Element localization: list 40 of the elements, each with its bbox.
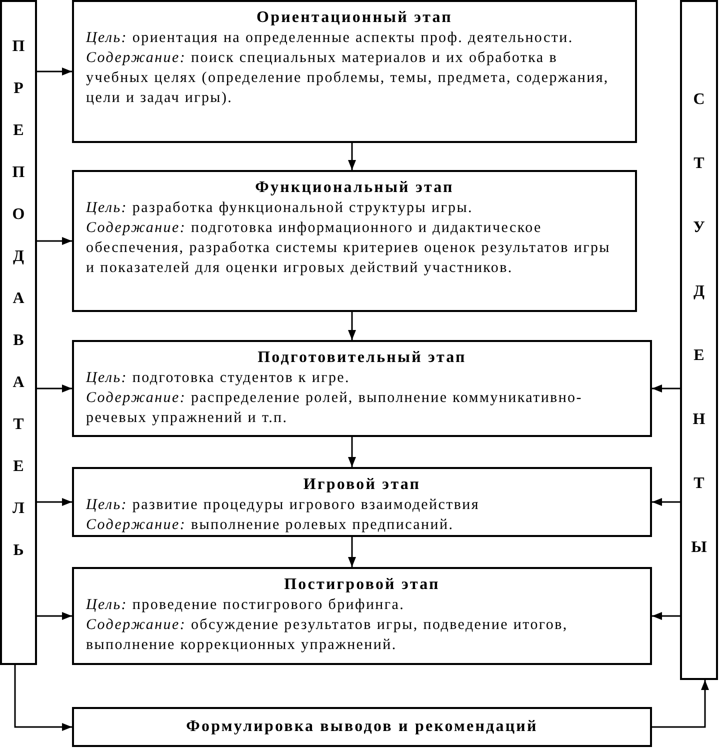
stage-title: Игровой этап [302, 475, 422, 495]
stage-box [72, 0, 637, 143]
arrow [652, 498, 680, 506]
arrow [37, 612, 72, 620]
stage-title: Формулировка выводов и рекомендаций [186, 717, 538, 737]
stage-title: Постигровой этап [283, 575, 441, 595]
stage-box [72, 467, 652, 537]
stage-description: Содержание: обсуждение результатов игры, подведение итогов, выполнение коррекционных упражнений. [86, 616, 569, 655]
stage-description: Цель: проведение постигрового брифинга. [86, 596, 406, 615]
stage-title: Подготовительный этап [256, 348, 468, 368]
side-panel [680, 0, 718, 680]
arrow [37, 384, 72, 392]
arrow [14, 665, 72, 731]
stage-description: Содержание: распределение ролей, выполнение коммуникативно-речевых упражнений и т.п. [86, 389, 584, 428]
stage-description: Содержание: поиск специальных материалов и их обработка в учебных целях (определение проблемы, темы, предмета, содержания, цели и задач игры). [86, 49, 610, 108]
arrow [37, 68, 72, 76]
side-panel [0, 0, 37, 665]
stage-description: Цель: разработка функциональной структуры игры. [86, 199, 474, 218]
stage-box [72, 567, 652, 665]
vertical-label: СТУДЕНТЫ [691, 90, 707, 558]
stage-description: Цель: подготовка студентов к игре. [86, 369, 351, 388]
arrow [652, 384, 680, 392]
stage-title: Функциональный этап [254, 178, 455, 198]
arrow [348, 143, 356, 170]
arrow [348, 312, 356, 340]
stage-box [72, 707, 652, 747]
arrow [348, 437, 356, 467]
arrow [652, 612, 680, 620]
arrow [37, 237, 72, 245]
arrow [37, 498, 72, 506]
stage-description: Цель: ориентация на определенные аспекты проф. деятельности. [86, 29, 574, 48]
arrow [652, 680, 709, 728]
stage-description: Содержание: подготовка информационного и дидактическое обеспечения, разработка системы критериев оценок результатов игры и показателей для оценки игровых действий участников. [86, 219, 612, 278]
vertical-label: ПРЕПОДАВАТЕЛЬ [11, 37, 26, 561]
stage-box [72, 340, 652, 437]
arrow [348, 537, 356, 567]
stage-box [72, 170, 637, 312]
stage-title: Ориентационный этап [256, 8, 454, 28]
stage-description: Цель: развитие процедуры игрового взаимодействия [86, 496, 480, 515]
stage-description: Содержание: выполнение ролевых предписаний. [86, 516, 455, 535]
